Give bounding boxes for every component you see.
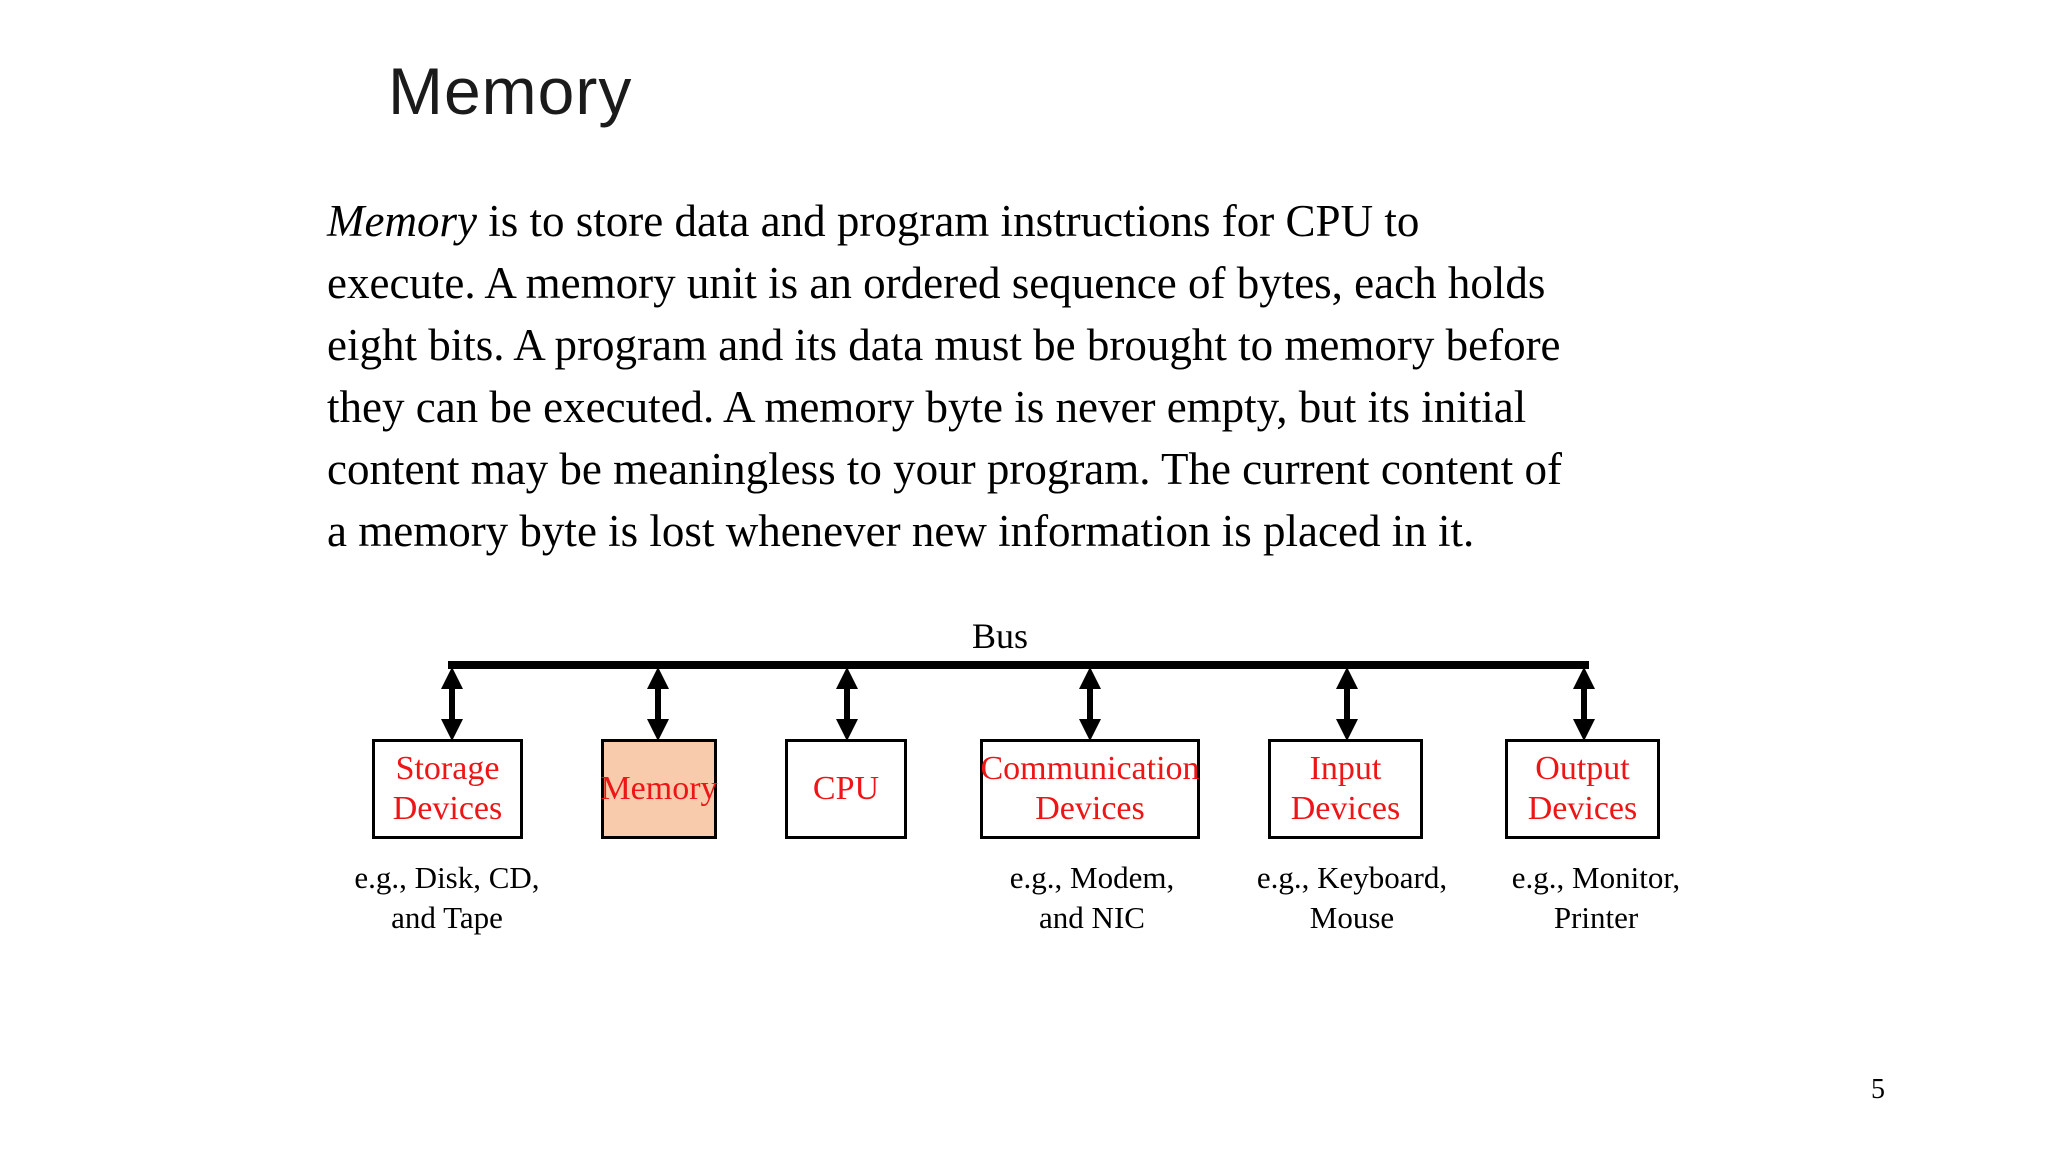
caption-line: e.g., Keyboard, — [1256, 860, 1448, 895]
box-label-line: Devices — [392, 790, 503, 827]
paragraph-line-5: content may be meaningless to your progr… — [327, 444, 1563, 494]
memory-term-italic: Memory — [327, 196, 477, 246]
output-devices-box: Output Devices — [1505, 739, 1660, 839]
memory-box: Memory — [600, 739, 718, 839]
memory-label: Memory — [600, 769, 717, 809]
paragraph-line-1: Memory is to store data and program inst… — [327, 190, 1562, 252]
bus-label: Bus — [971, 616, 1029, 656]
double-arrow-icon — [1336, 667, 1358, 741]
box-label-line: Input — [1309, 750, 1382, 787]
storage-devices-box: Storage Devices — [372, 739, 523, 839]
output-devices-label: Output Devices — [1528, 749, 1638, 829]
cpu-box: CPU — [785, 739, 907, 839]
communication-devices-caption: e.g., Modem, and NIC — [942, 858, 1242, 938]
input-devices-caption: e.g., Keyboard, Mouse — [1202, 858, 1502, 938]
box-label-line: Devices — [1290, 790, 1401, 827]
paragraph-line-3: eight bits. A program and its data must … — [327, 320, 1561, 370]
storage-devices-caption: e.g., Disk, CD, and Tape — [297, 858, 597, 938]
page-title: Memory — [388, 54, 633, 128]
output-devices-caption: e.g., Monitor, Printer — [1446, 858, 1746, 938]
caption-line: and Tape — [391, 900, 503, 935]
bus-line — [448, 661, 1589, 669]
double-arrow-icon — [441, 667, 463, 741]
caption-line: e.g., Disk, CD, — [354, 860, 540, 895]
box-label-line: Output — [1535, 750, 1630, 787]
body-paragraph: Memory is to store data and program inst… — [327, 190, 1562, 562]
input-devices-box: Input Devices — [1268, 739, 1423, 839]
storage-devices-label: Storage Devices — [393, 749, 503, 829]
double-arrow-icon — [836, 667, 858, 741]
box-label-line: Devices — [1035, 790, 1145, 827]
box-label-line: Storage — [395, 750, 500, 787]
double-arrow-icon — [647, 667, 669, 741]
box-label-line: Communication — [980, 750, 1200, 787]
box-label-line: Memory — [600, 770, 718, 807]
paragraph-line-1-rest: is to store data and program instruction… — [476, 196, 1420, 246]
paragraph-line-4: they can be executed. A memory byte is n… — [327, 382, 1527, 432]
caption-line: Mouse — [1309, 900, 1395, 935]
box-label-line: CPU — [812, 770, 880, 807]
paragraph-line-6: a memory byte is lost whenever new infor… — [327, 506, 1475, 556]
caption-line: e.g., Monitor, — [1511, 860, 1681, 895]
caption-line: e.g., Modem, — [1009, 860, 1175, 895]
double-arrow-icon — [1573, 667, 1595, 741]
box-label-line: Devices — [1527, 790, 1638, 827]
caption-line: and NIC — [1039, 900, 1145, 935]
communication-devices-label: Communication Devices — [980, 749, 1199, 829]
paragraph-line-2: execute. A memory unit is an ordered seq… — [327, 258, 1546, 308]
communication-devices-box: Communication Devices — [980, 739, 1200, 839]
page-number: 5 — [1871, 1074, 1885, 1105]
double-arrow-icon — [1079, 667, 1101, 741]
cpu-label: CPU — [813, 769, 879, 809]
input-devices-label: Input Devices — [1291, 749, 1401, 829]
caption-line: Printer — [1553, 900, 1639, 935]
